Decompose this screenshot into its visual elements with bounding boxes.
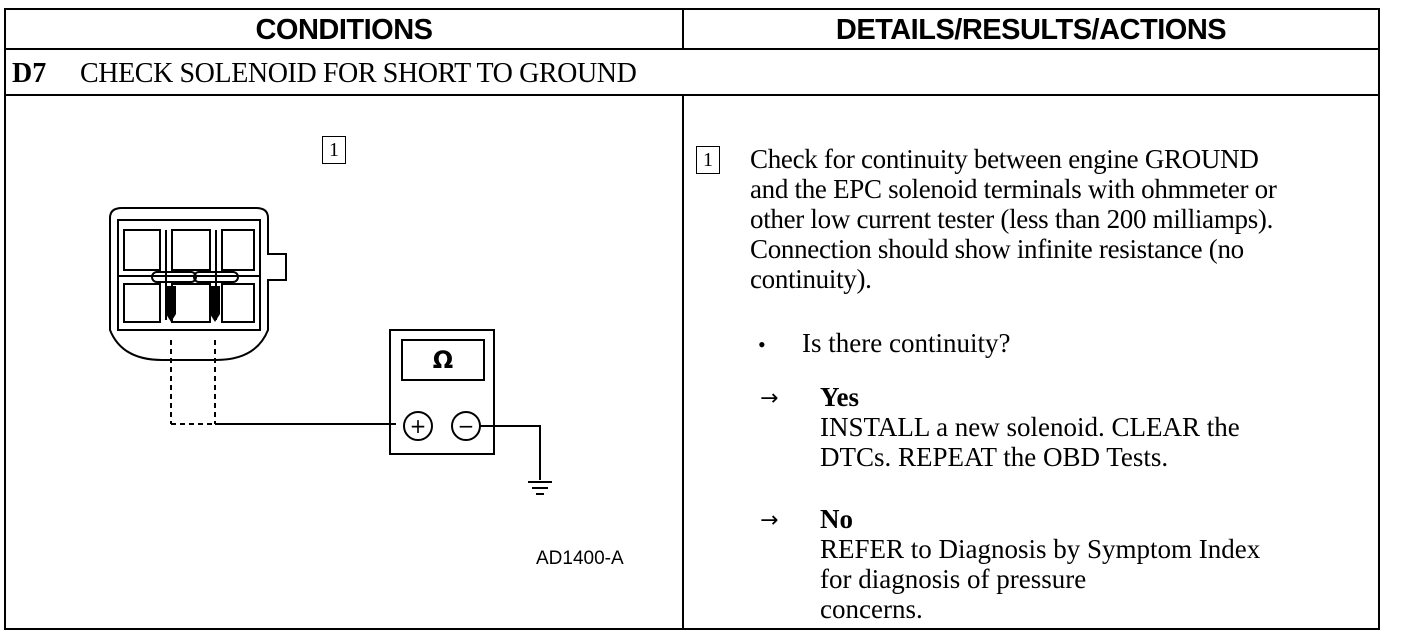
instruction-line: and the EPC solenoid terminals with ohmm… xyxy=(750,174,1277,204)
yes-label: Yes xyxy=(820,382,859,412)
details-header: DETAILS/RESULTS/ACTIONS xyxy=(835,14,1227,46)
no-action-line: REFER to Diagnosis by Symptom Index xyxy=(820,534,1261,564)
connector-illustration xyxy=(109,207,287,361)
step-row: D7 CHECK SOLENOID FOR SHORT TO GROUND xyxy=(6,50,1378,96)
no-label: No xyxy=(820,504,853,534)
minus-terminal-symbol: − xyxy=(458,414,475,438)
instruction-text: Check for continuity between engine GROU… xyxy=(750,144,1370,294)
no-arrow-icon: → xyxy=(760,508,779,533)
yes-action: INSTALL a new solenoid. CLEAR the DTCs. … xyxy=(820,412,1360,472)
no-action: REFER to Diagnosis by Symptom Index for … xyxy=(820,534,1360,624)
yes-action-line: INSTALL a new solenoid. CLEAR the xyxy=(820,412,1240,442)
step-number: D7 xyxy=(12,58,47,89)
column-divider xyxy=(682,96,684,628)
bullet-icon: • xyxy=(758,332,766,357)
header-divider xyxy=(682,10,684,48)
figure-callout: 1 xyxy=(322,136,346,164)
instruction-line: continuity). xyxy=(750,264,872,294)
step-title: CHECK SOLENOID FOR SHORT TO GROUND xyxy=(80,58,637,89)
instruction-line: Connection should show infinite resistan… xyxy=(750,234,1244,264)
no-action-line: for diagnosis of pressure xyxy=(820,564,1087,594)
details-callout: 1 xyxy=(696,146,720,174)
instruction-line: Check for continuity between engine GROU… xyxy=(750,144,1259,174)
wiring-diagram: Ω + − xyxy=(109,207,552,495)
instruction-line: other low current tester (less than 200 … xyxy=(750,204,1274,234)
plus-terminal-symbol: + xyxy=(410,414,427,438)
conditions-header: CONDITIONS xyxy=(255,14,433,46)
yes-action-line: DTCs. REPEAT the OBD Tests. xyxy=(820,442,1169,472)
figure-code: AD1400-A xyxy=(536,548,624,569)
ground-icon xyxy=(480,425,552,495)
diagnostic-table: CONDITIONS DETAILS/RESULTS/ACTIONS D7 CH… xyxy=(4,8,1380,630)
dashed-leads xyxy=(170,340,216,425)
no-action-line: concerns. xyxy=(820,594,923,624)
table-header: CONDITIONS DETAILS/RESULTS/ACTIONS xyxy=(6,10,1378,50)
yes-arrow-icon: → xyxy=(760,386,779,411)
question-text: Is there continuity? xyxy=(802,328,1011,358)
ohm-symbol: Ω xyxy=(433,346,453,374)
test-probes xyxy=(166,286,220,322)
